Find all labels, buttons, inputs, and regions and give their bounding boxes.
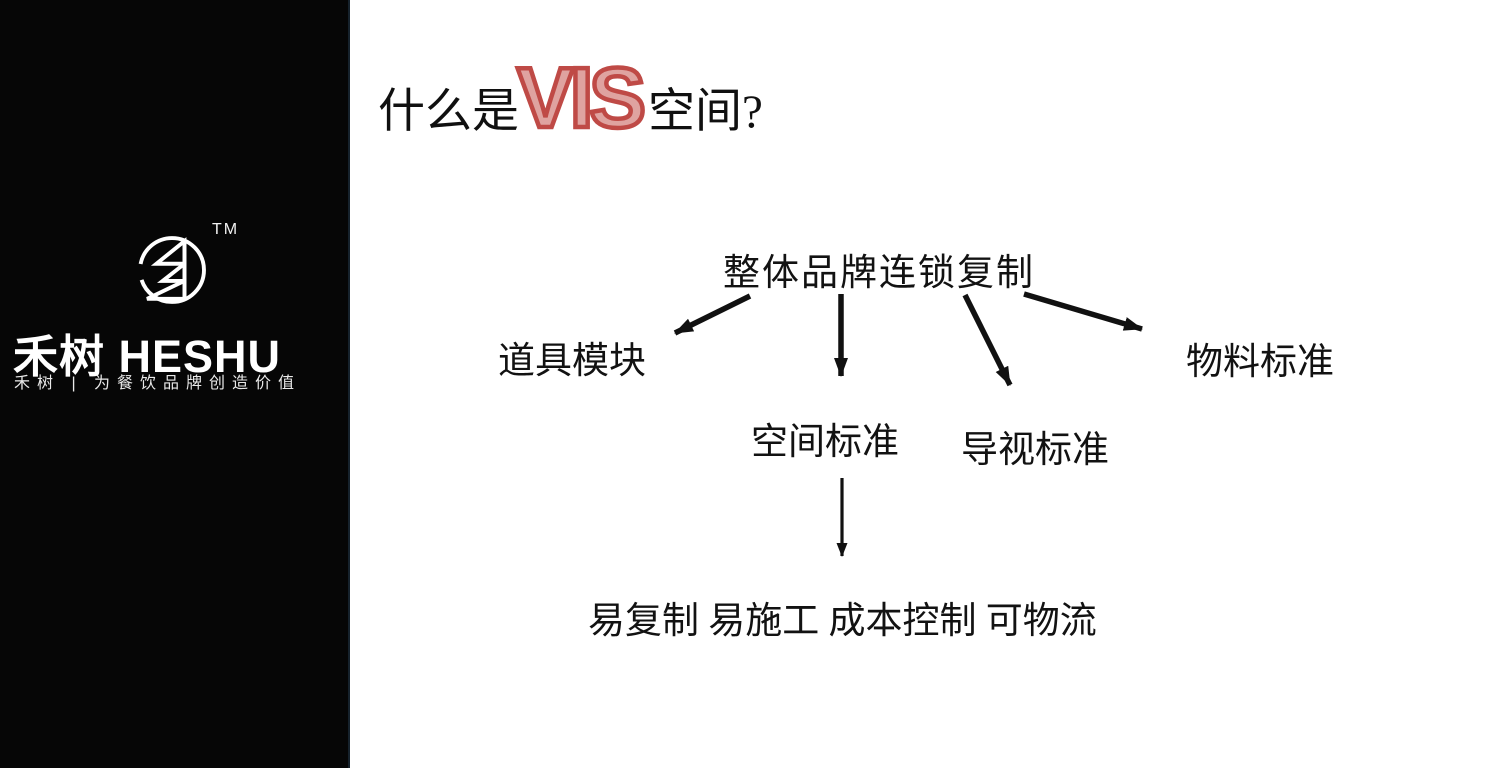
brand-wordmark: 禾树 HESHU	[13, 331, 282, 382]
diagram-root-label: 整体品牌连锁复制	[723, 253, 1035, 294]
heshu-logo-icon	[138, 236, 206, 304]
diagram-node-material: 物料标准	[1186, 342, 1334, 383]
diagram-node-signage: 导视标准	[961, 430, 1109, 471]
trademark-symbol: TM	[212, 221, 240, 238]
brand-panel: TM 禾树 HESHU 禾树 | 为餐饮品牌创造价值	[0, 0, 350, 768]
diagram-node-space: 空间标准	[751, 422, 899, 463]
diagram-result-label: 易复制 易施工 成本控制 可物流	[588, 601, 1097, 642]
arrow-root-to-signage	[962, 293, 1013, 387]
slide-title: 什么是 VIS 空间?	[378, 50, 763, 145]
title-vis-highlight: VIS	[517, 51, 643, 145]
brand-tagline: 禾树 | 为餐饮品牌创造价值	[14, 375, 302, 392]
title-suffix: 空间?	[648, 86, 763, 138]
arrow-root-to-props	[673, 293, 752, 336]
diagram-node-props: 道具模块	[498, 341, 646, 382]
title-prefix: 什么是	[378, 86, 519, 138]
arrow-root-to-material	[1023, 291, 1143, 332]
